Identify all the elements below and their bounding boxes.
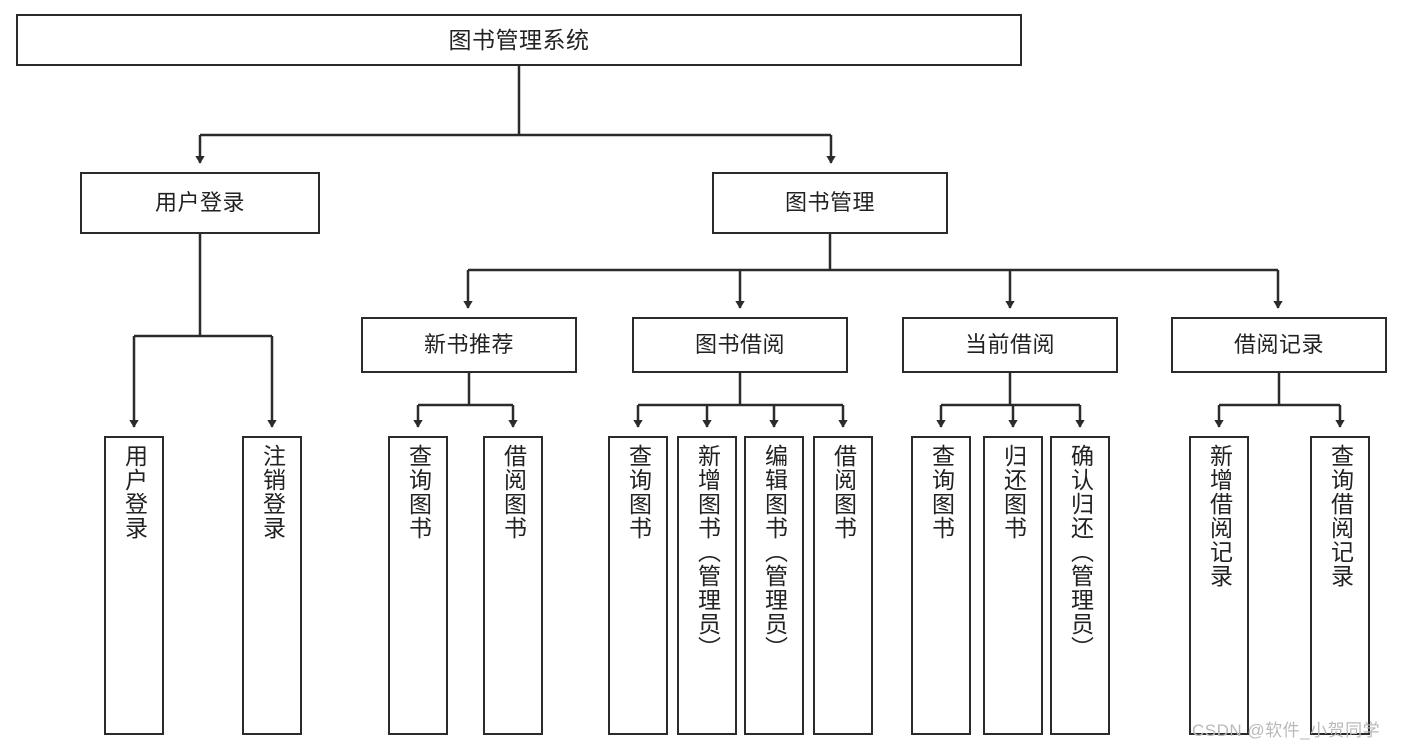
node-leaf-edit-book-label: 编辑图书（管理员） [761,444,788,660]
node-leaf-query-book-1-label: 查询图书 [405,444,432,540]
node-leaf-add-record-label: 新增借阅记录 [1206,444,1233,588]
node-leaf-logout[interactable]: 注销登录 [242,436,302,735]
node-current-borrow[interactable]: 当前借阅 [902,317,1118,373]
node-leaf-query-record-label: 查询借阅记录 [1327,444,1354,588]
node-leaf-borrow-book-2-label: 借阅图书 [830,444,857,540]
edge-borrowrecord-to-leaves [1214,373,1345,428]
edge-userlogin-to-leaves [129,234,277,428]
node-leaf-query-book-2[interactable]: 查询图书 [608,436,668,735]
node-leaf-add-book[interactable]: 新增图书（管理员） [677,436,737,735]
node-leaf-user-login-label: 用户登录 [121,444,148,540]
node-leaf-query-book-3[interactable]: 查询图书 [911,436,971,735]
node-leaf-return-book-label: 归还图书 [1000,444,1027,540]
node-user-login[interactable]: 用户登录 [80,172,320,234]
edge-newbook-to-leaves [413,373,518,428]
node-root[interactable]: 图书管理系统 [16,14,1022,66]
node-leaf-borrow-book-1-label: 借阅图书 [500,444,527,540]
node-new-book-recommend-label: 新书推荐 [423,332,514,358]
node-leaf-confirm-return[interactable]: 确认归还（管理员） [1050,436,1110,735]
node-book-borrow-label: 图书借阅 [694,332,785,358]
node-leaf-query-book-1[interactable]: 查询图书 [388,436,448,735]
node-user-login-label: 用户登录 [154,190,245,216]
node-leaf-borrow-book-2[interactable]: 借阅图书 [813,436,873,735]
node-new-book-recommend[interactable]: 新书推荐 [361,317,577,373]
node-leaf-logout-label: 注销登录 [259,444,286,540]
edge-root-to-level1 [195,66,836,164]
node-leaf-confirm-return-label: 确认归还（管理员） [1067,444,1094,660]
node-leaf-return-book[interactable]: 归还图书 [983,436,1043,735]
node-borrow-record-label: 借阅记录 [1233,332,1324,358]
edge-bookmanage-to-level2 [463,234,1283,309]
csdn-watermark: CSDN @软件_小贺同学 [1192,721,1381,740]
node-leaf-add-record[interactable]: 新增借阅记录 [1189,436,1249,735]
node-current-borrow-label: 当前借阅 [964,332,1055,358]
node-leaf-user-login[interactable]: 用户登录 [104,436,164,735]
node-leaf-query-record[interactable]: 查询借阅记录 [1310,436,1370,735]
edge-bookborrow-to-leaves [633,373,848,428]
node-leaf-add-book-label: 新增图书（管理员） [694,444,721,660]
node-leaf-query-book-3-label: 查询图书 [928,444,955,540]
node-book-borrow[interactable]: 图书借阅 [632,317,848,373]
node-book-manage[interactable]: 图书管理 [712,172,948,234]
node-leaf-edit-book[interactable]: 编辑图书（管理员） [744,436,804,735]
edge-currentborrow-to-leaves [936,373,1085,428]
node-book-manage-label: 图书管理 [784,190,875,216]
node-leaf-query-book-2-label: 查询图书 [625,444,652,540]
node-borrow-record[interactable]: 借阅记录 [1171,317,1387,373]
node-leaf-borrow-book-1[interactable]: 借阅图书 [483,436,543,735]
node-root-label: 图书管理系统 [448,26,590,53]
